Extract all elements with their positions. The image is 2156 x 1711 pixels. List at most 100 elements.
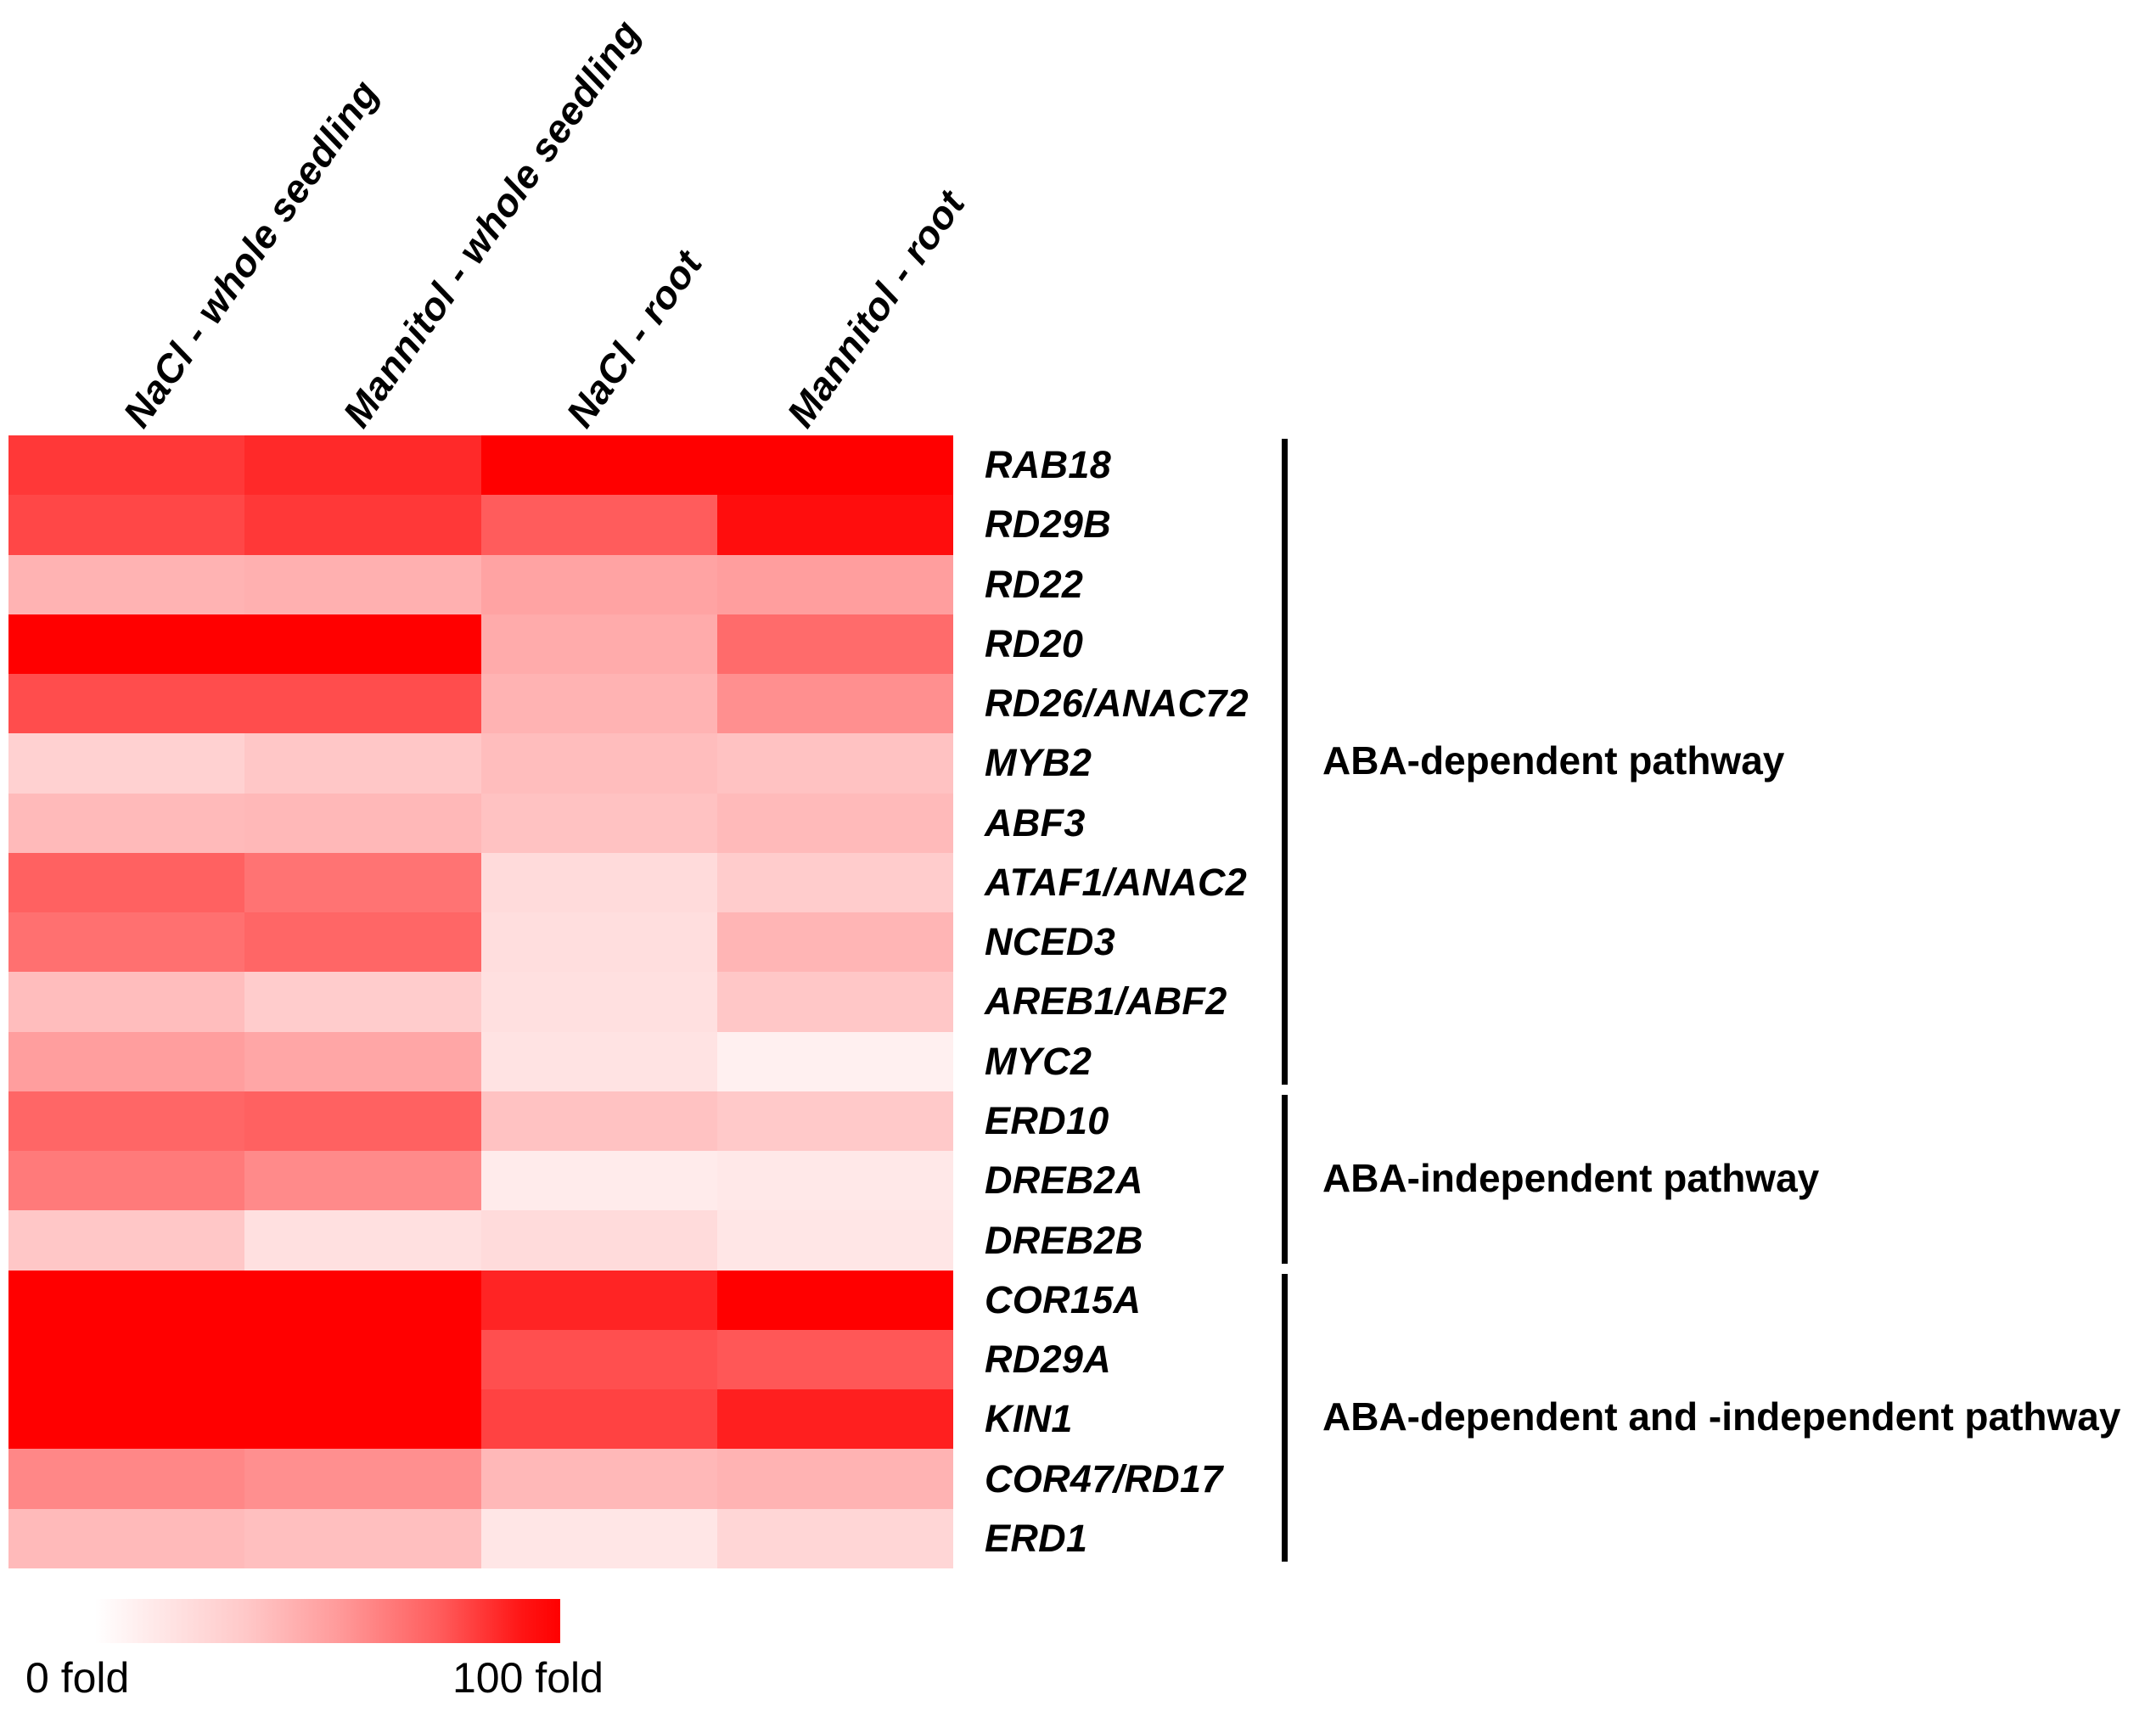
heatmap-cell	[480, 733, 717, 794]
heatmap-cell	[480, 972, 717, 1032]
heatmap-cell	[8, 793, 245, 853]
heatmap-cell	[244, 1508, 481, 1568]
heatmap-cell	[8, 1508, 245, 1568]
heatmap-cell	[8, 972, 245, 1032]
heatmap-cell	[480, 435, 717, 496]
heatmap-cell	[480, 554, 717, 614]
heatmap-cell	[8, 1151, 245, 1211]
heatmap-cell	[480, 674, 717, 734]
gene-label: ABF3	[985, 800, 1086, 844]
heatmap-cell	[716, 972, 953, 1032]
heatmap-cell	[480, 852, 717, 913]
heatmap-cell	[244, 1270, 481, 1330]
pathway-label: ABA-dependent pathway	[1322, 738, 1785, 783]
heatmap-cell	[244, 972, 481, 1032]
gene-label: MYC2	[985, 1039, 1092, 1083]
colorbar-max-label: 100 fold	[452, 1654, 604, 1702]
pathway-label: ABA-dependent and -independent pathway	[1322, 1394, 2121, 1439]
heatmap-cell	[8, 1449, 245, 1509]
heatmap-cell	[716, 733, 953, 794]
heatmap-cell	[244, 793, 481, 853]
gene-label: COR15A	[985, 1277, 1142, 1321]
heatmap-cell	[8, 1329, 245, 1390]
heatmap-cell	[244, 435, 481, 496]
heatmap-cell	[480, 1091, 717, 1152]
column-header-group: NaCl - whole seedling Mannitol - whole s…	[0, 0, 1019, 435]
gene-label: ERD10	[985, 1099, 1109, 1143]
heatmap-cell	[8, 614, 245, 675]
heatmap-cell	[716, 554, 953, 614]
column-header-nacl-whole-seedling: NaCl - whole seedling	[114, 71, 387, 435]
heatmap-cell	[480, 1449, 717, 1509]
heatmap-cell	[716, 1210, 953, 1271]
gene-label: COR47/RD17	[985, 1456, 1223, 1501]
heatmap-cell	[716, 495, 953, 555]
heatmap-cell	[480, 495, 717, 555]
heatmap-cell	[716, 1508, 953, 1568]
heatmap-cell	[8, 1091, 245, 1152]
heatmap-cell	[244, 1210, 481, 1271]
gene-label: DREB2B	[985, 1218, 1143, 1262]
heatmap-cell	[480, 912, 717, 973]
heatmap-cell	[244, 554, 481, 614]
heatmap-cell	[8, 1270, 245, 1330]
gene-label: KIN1	[985, 1397, 1073, 1441]
heatmap-cell	[716, 912, 953, 973]
heatmap-cell	[244, 733, 481, 794]
heatmap-grid	[8, 435, 953, 1568]
heatmap-cell	[480, 1508, 717, 1568]
heatmap-cell	[8, 1031, 245, 1091]
gene-label: NCED3	[985, 920, 1116, 964]
heatmap-cell	[244, 1031, 481, 1091]
heatmap-cell	[244, 1151, 481, 1211]
heatmap-cell	[716, 1329, 953, 1390]
heatmap-cell	[244, 912, 481, 973]
heatmap-cell	[716, 1031, 953, 1091]
heatmap-cell	[716, 1449, 953, 1509]
heatmap-cell	[244, 1091, 481, 1152]
heatmap-cell	[244, 614, 481, 675]
heatmap-cell	[244, 1389, 481, 1450]
heatmap-cell	[716, 1389, 953, 1450]
heatmap-cell	[716, 435, 953, 496]
pathway-bracket	[1282, 439, 1288, 1085]
gene-label: RAB18	[985, 443, 1112, 487]
heatmap-cell	[480, 614, 717, 675]
column-header-nacl-root: NaCl - root	[557, 242, 711, 435]
heatmap-cell	[8, 674, 245, 734]
heatmap-cell	[8, 912, 245, 973]
heatmap-cell	[716, 1270, 953, 1330]
heatmap-cell	[8, 554, 245, 614]
heatmap-cell	[480, 1270, 717, 1330]
gene-label: RD22	[985, 562, 1084, 606]
colorbar-gradient	[95, 1599, 560, 1643]
heatmap-cell	[244, 852, 481, 913]
heatmap-cell	[480, 1151, 717, 1211]
heatmap-cell	[716, 852, 953, 913]
gene-label: DREB2A	[985, 1158, 1143, 1203]
gene-label: ATAF1/ANAC2	[985, 860, 1248, 904]
heatmap-cell	[8, 495, 245, 555]
heatmap-cell	[716, 1151, 953, 1211]
heatmap-cell	[8, 435, 245, 496]
heatmap-cell	[480, 1210, 717, 1271]
heatmap-cell	[480, 1389, 717, 1450]
gene-label: MYB2	[985, 741, 1092, 785]
gene-label: RD29A	[985, 1338, 1112, 1382]
gene-label: RD20	[985, 621, 1084, 665]
heatmap-cell	[716, 614, 953, 675]
pathway-label: ABA-independent pathway	[1322, 1156, 1820, 1201]
heatmap-cell	[244, 1329, 481, 1390]
heatmap-cell	[8, 733, 245, 794]
gene-label: ERD1	[985, 1516, 1088, 1560]
column-header-mannitol-root: Mannitol - root	[778, 182, 974, 435]
pathway-bracket	[1282, 1273, 1288, 1562]
heatmap-cell	[244, 674, 481, 734]
heatmap-cell	[480, 1031, 717, 1091]
colorbar-min-label: 0 fold	[25, 1654, 130, 1702]
gene-label: RD29B	[985, 502, 1112, 547]
heatmap-cell	[480, 1329, 717, 1390]
heatmap-cell	[8, 852, 245, 913]
heatmap-cell	[244, 1449, 481, 1509]
heatmap-cell	[8, 1389, 245, 1450]
